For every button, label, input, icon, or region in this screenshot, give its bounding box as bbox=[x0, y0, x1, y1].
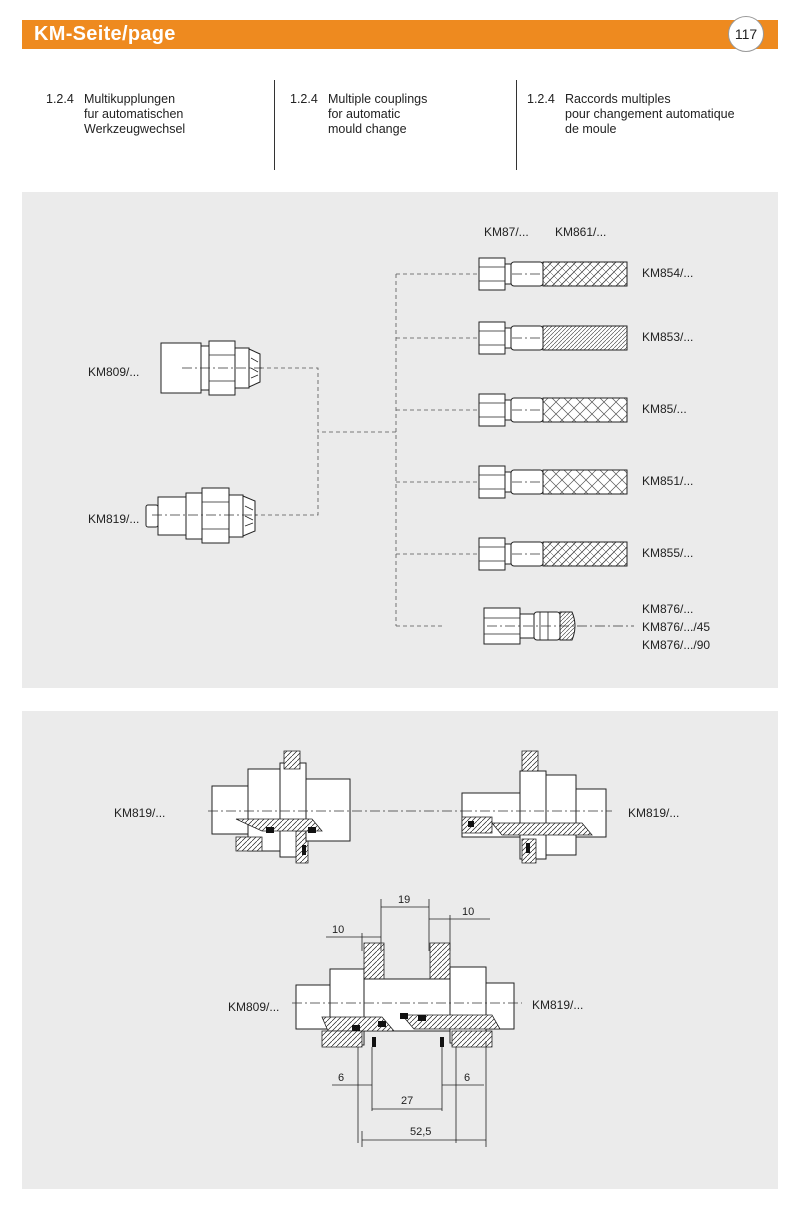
joined-label-right: KM819/... bbox=[532, 998, 583, 1012]
section-number: 1.2.4 bbox=[46, 92, 74, 106]
hose-label-km854: KM854/... bbox=[642, 266, 693, 280]
section-number: 1.2.4 bbox=[290, 92, 318, 106]
column-divider bbox=[516, 80, 517, 170]
dimension-10-right: 10 bbox=[462, 906, 474, 918]
coupling-km819-drawing bbox=[145, 487, 257, 544]
joined-coupling bbox=[292, 942, 522, 1048]
column-header-km87: KM87/... bbox=[484, 225, 529, 239]
coupling-overview-diagram: KM87/... KM861/... KM809/... bbox=[88, 225, 710, 652]
dimension-27: 27 bbox=[401, 1095, 413, 1107]
coupling-section-diagram: KM819/... KM819/... bbox=[114, 750, 679, 1147]
column-divider bbox=[274, 80, 275, 170]
page-number: 117 bbox=[728, 16, 764, 52]
section-text: Multikupplungen fur automatischen Werkze… bbox=[84, 92, 186, 136]
hose-assembly-4 bbox=[478, 465, 628, 499]
dimension-6-left: 6 bbox=[338, 1072, 344, 1084]
page-title: KM-Seite/page bbox=[34, 23, 176, 45]
separated-label-right: KM819/... bbox=[628, 806, 679, 820]
coupling-section-panel: KM819/... KM819/... bbox=[22, 711, 778, 1189]
hose-label-km85: KM85/... bbox=[642, 402, 687, 416]
fitting-label-km876-90: KM876/.../90 bbox=[642, 638, 710, 652]
section-text: Multiple couplings for automatic mould c… bbox=[328, 92, 428, 136]
dimension-6-right: 6 bbox=[464, 1072, 470, 1084]
section-text: Raccords multiples pour changement autom… bbox=[565, 92, 735, 136]
connection-lines bbox=[254, 273, 477, 627]
column-header-km861: KM861/... bbox=[555, 225, 606, 239]
header-bar: KM-Seite/page bbox=[22, 20, 778, 49]
fitting-km876-drawing bbox=[483, 607, 634, 645]
hose-assembly-3 bbox=[478, 393, 628, 427]
fitting-label-km876-45: KM876/.../45 bbox=[642, 620, 710, 634]
hose-label-km851: KM851/... bbox=[642, 474, 693, 488]
hose-label-km855: KM855/... bbox=[642, 546, 693, 560]
dimension-19: 19 bbox=[398, 894, 410, 906]
joined-label-left: KM809/... bbox=[228, 1000, 279, 1014]
dimension-52-5: 52,5 bbox=[410, 1126, 431, 1138]
separated-coupling-left bbox=[208, 750, 462, 864]
dimension-lines bbox=[326, 899, 490, 1147]
hose-assembly-1 bbox=[478, 257, 628, 291]
hose-assembly-5 bbox=[478, 537, 628, 571]
hose-label-km853: KM853/... bbox=[642, 330, 693, 344]
separated-coupling-right bbox=[461, 750, 612, 864]
fitting-label-km876: KM876/... bbox=[642, 602, 693, 616]
dimension-10-left: 10 bbox=[332, 924, 344, 936]
section-number: 1.2.4 bbox=[527, 92, 555, 106]
separated-label-left: KM819/... bbox=[114, 806, 165, 820]
hose-assembly-2 bbox=[478, 321, 628, 355]
coupling-km809-drawing bbox=[160, 340, 262, 396]
coupling-label-km819: KM819/... bbox=[88, 512, 139, 526]
coupling-label-km809: KM809/... bbox=[88, 365, 139, 379]
coupling-overview-panel: KM87/... KM861/... KM809/... bbox=[22, 192, 778, 688]
